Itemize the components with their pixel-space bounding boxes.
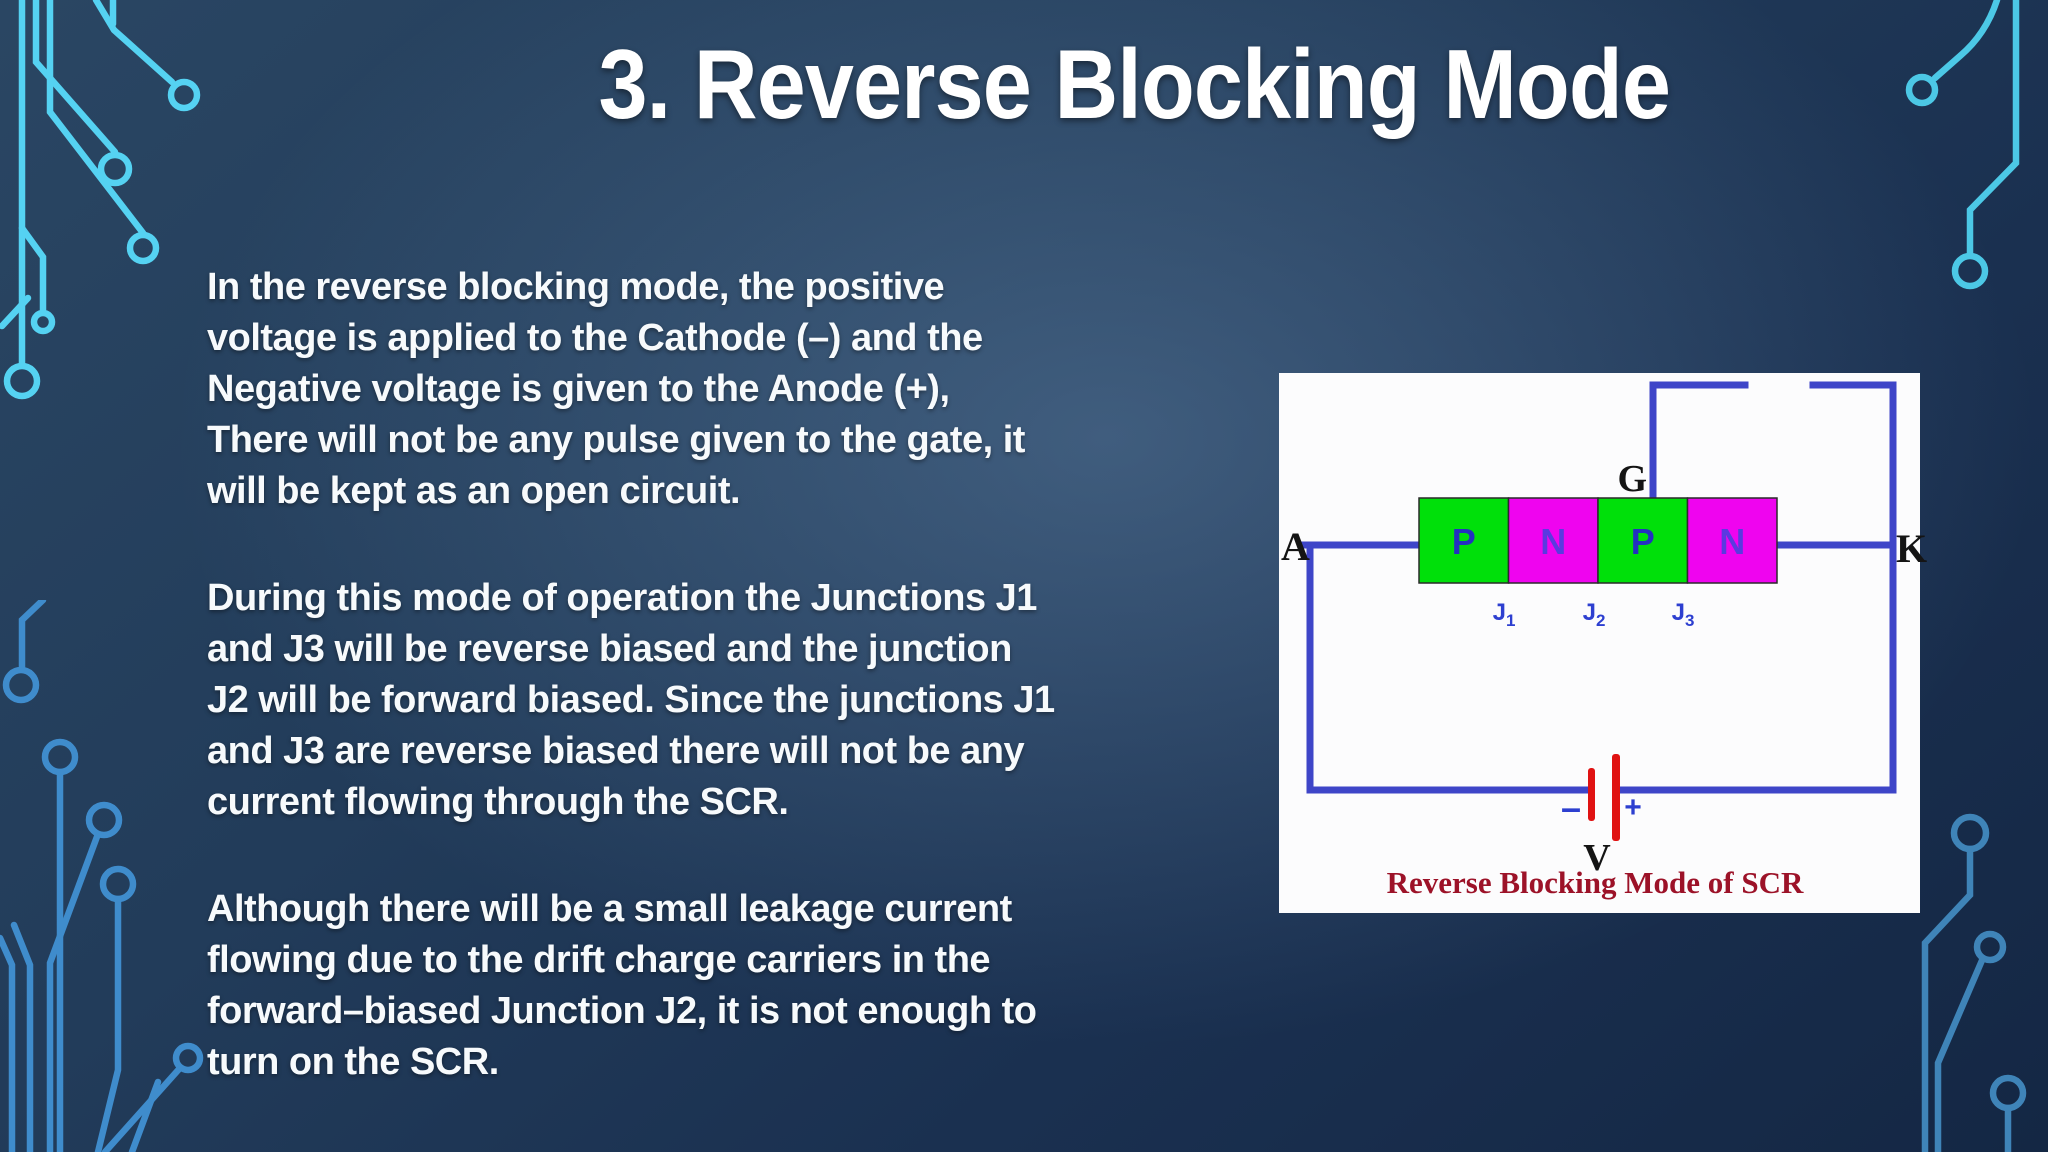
trace-line <box>18 224 47 314</box>
scr-diagram-figure: P N P N J1 J2 J3 – + A K G <box>1279 373 1927 913</box>
layer-block-p1 <box>1418 497 1510 584</box>
trace-node <box>3 362 41 400</box>
trace-line <box>10 921 34 1152</box>
trace-line <box>0 294 32 330</box>
junction-label-j2: J2 <box>1583 599 1606 630</box>
battery-minus-sign: – <box>1561 787 1581 828</box>
trace-node <box>167 78 201 112</box>
trace-node <box>1950 813 1990 853</box>
terminal-labels: A K G V <box>1281 458 1927 879</box>
trace-node <box>1989 1074 2027 1112</box>
trace-line <box>46 0 147 237</box>
layer-block-n1 <box>1507 497 1599 584</box>
battery-plus-sign: + <box>1624 791 1642 824</box>
trace-node <box>1973 930 2007 964</box>
trace-node <box>1905 73 1939 107</box>
paragraph-3: Although there will be a small leakage c… <box>207 888 1037 1083</box>
paragraph-1: In the reverse blocking mode, the positi… <box>207 266 1025 512</box>
gate-label: G <box>1617 458 1647 500</box>
layer-letter-n1: N <box>1540 521 1566 562</box>
circuit-decoration-bottom-left <box>0 600 204 1152</box>
scr-diagram: P N P N J1 J2 J3 – + A K G <box>1281 381 1927 900</box>
layer-letters: P N P N <box>1452 521 1746 562</box>
trace-line <box>1934 954 1987 1152</box>
body-text-block: In the reverse blocking mode, the positi… <box>207 262 1267 1144</box>
trace-node <box>85 801 123 839</box>
trace-node <box>30 309 56 335</box>
gate-wire <box>1649 381 1749 502</box>
trace-node <box>1951 252 1989 290</box>
slide-title: 3. Reverse Blocking Mode <box>598 29 1670 139</box>
voltage-label: V <box>1583 837 1611 879</box>
circuit-decoration-top-right <box>1905 0 2020 290</box>
trace-line <box>94 895 122 1152</box>
paragraph-2: During this mode of operation the Juncti… <box>207 577 1055 823</box>
trace-line <box>101 1064 184 1152</box>
circuit-decoration-top-left <box>0 0 201 400</box>
trace-node <box>126 231 160 265</box>
trace-line <box>128 1078 162 1152</box>
trace-line <box>92 0 176 86</box>
trace-node <box>172 1042 204 1074</box>
trace-node <box>2 666 40 704</box>
layer-letter-p1: P <box>1452 521 1476 562</box>
layer-block-p2 <box>1597 497 1689 584</box>
battery-bar-negative <box>1588 768 1595 821</box>
battery-signs: – + <box>1561 787 1642 828</box>
trace-node <box>99 865 137 903</box>
right-wire <box>1809 381 1897 794</box>
layer-block-n2 <box>1686 497 1778 584</box>
trace-line <box>32 0 119 156</box>
layer-letter-n2: N <box>1719 521 1745 562</box>
trace-line <box>1921 845 1974 1152</box>
trace-line <box>0 934 16 1152</box>
trace-node <box>97 151 133 187</box>
trace-line <box>46 830 102 1152</box>
trace-line <box>1931 0 2001 82</box>
junction-labels: J1 J2 J3 <box>1493 599 1695 630</box>
junction-label-j1: J1 <box>1493 599 1516 630</box>
junction-label-j3: J3 <box>1672 599 1695 630</box>
trace-node <box>41 738 79 776</box>
diagram-caption: Reverse Blocking Mode of SCR <box>1387 865 1804 900</box>
layer-letter-p2: P <box>1631 521 1655 562</box>
trace-line <box>1966 0 2020 259</box>
circuit-decoration-bottom-right <box>1921 813 2027 1152</box>
title-area: 3. Reverse Blocking Mode <box>220 28 2048 141</box>
anode-label: A <box>1281 524 1310 569</box>
circuit-wires <box>1299 381 1897 794</box>
pnpn-bar <box>1418 497 1778 584</box>
cathode-label: K <box>1896 526 1927 571</box>
battery-bar-positive <box>1612 754 1620 841</box>
trace-line <box>18 600 47 672</box>
